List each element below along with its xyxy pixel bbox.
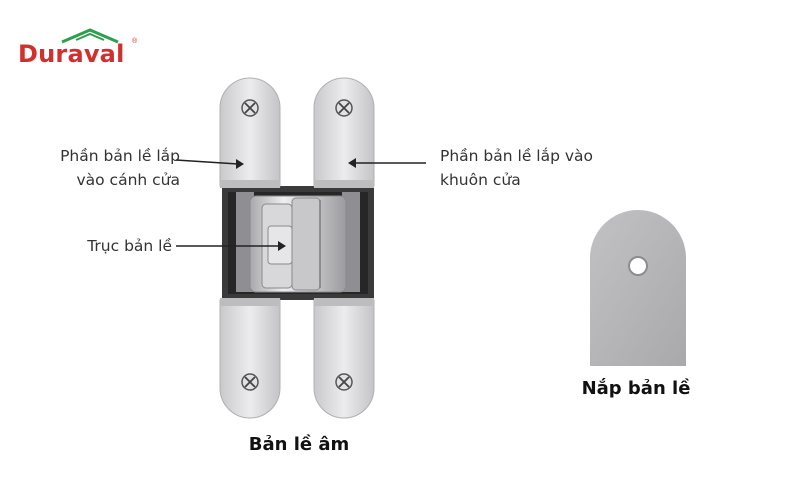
arrow-right-top: [348, 158, 426, 168]
logo-text: Duraval: [18, 40, 125, 68]
hinge-plate-right-top: [313, 77, 375, 188]
label-hinge-axis: Trục bản lề: [87, 237, 172, 255]
label-door-leaf-line1: Phần bản lề lắp: [60, 147, 180, 165]
screw-icon: [335, 99, 353, 117]
label-door-leaf-line2: vào cánh cửa: [76, 171, 180, 189]
label-door-frame-part: Phần bản lề lắp vào khuôn cửa: [440, 144, 640, 192]
screw-icon: [241, 99, 259, 117]
label-door-frame-line1: Phần bản lề lắp vào: [440, 147, 594, 165]
label-door-leaf-part: Phần bản lề lắp vào cánh cửa: [30, 144, 180, 192]
caption-concealed-hinge: Bản lề âm: [248, 434, 350, 455]
screw-icon: [241, 373, 259, 391]
arrow-axis: [176, 241, 286, 251]
caption-hinge-cap: Nắp bản lề: [581, 378, 691, 399]
logo-registered-mark: ®: [132, 38, 138, 45]
hinge-axis: [249, 195, 347, 293]
arrow-left-top: [175, 159, 244, 169]
hinge-plate-right-bottom: [313, 298, 375, 419]
label-door-frame-line2: khuôn cửa: [440, 171, 521, 189]
brand-logo: Duraval ®: [18, 26, 148, 72]
logo-roof-icon: [61, 28, 119, 44]
hinge-cap-illustration: [588, 208, 688, 368]
hinge-plate-left-top: [219, 77, 281, 188]
hinge-plate-left-bottom: [219, 298, 281, 419]
screw-icon: [335, 373, 353, 391]
